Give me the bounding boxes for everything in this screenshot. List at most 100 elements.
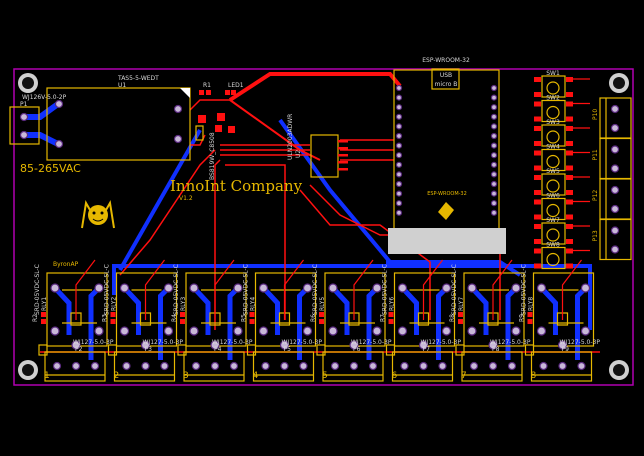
side-connector-label: P10 xyxy=(592,109,599,120)
terminal-part: WJ127-5.0-3P xyxy=(351,339,392,346)
relay-pin-pad xyxy=(50,326,60,336)
power-module-part: TAS5-5-WEDT xyxy=(117,75,159,82)
relay-pin-pad xyxy=(349,340,359,350)
relay-ref: RLY8 xyxy=(528,297,535,311)
esp-pin-pad xyxy=(490,209,498,216)
relay-pin-pad xyxy=(189,283,199,293)
side-connector-label: P13 xyxy=(592,230,599,241)
esp-pin-pad xyxy=(490,94,498,101)
relay-pin-pad xyxy=(233,326,243,336)
relay-pin-pad xyxy=(488,340,498,350)
relay-part: SRD-05VDC-SL-C xyxy=(521,264,528,315)
transistor-label: BS819W_C8508 xyxy=(209,132,216,180)
company-name: InnoInt Company xyxy=(170,177,303,195)
tactile-switch[interactable]: SW5 xyxy=(534,168,590,196)
power-module-ref: U1 xyxy=(118,82,126,89)
esp-pin-pad xyxy=(490,123,498,130)
terminal-block[interactable] xyxy=(44,351,106,382)
input-connector: WJ126V-5.0-2P P1 xyxy=(9,94,67,145)
relay-pin-pad xyxy=(163,326,174,336)
tactile-switch[interactable]: SW6 xyxy=(534,193,590,221)
driver-ic: ULN2003ADWR U2 xyxy=(287,114,348,178)
board-outline xyxy=(13,68,634,386)
relay-pin-pad xyxy=(467,283,477,293)
tactile-switch[interactable]: SW8 xyxy=(534,242,590,270)
channel-number: 5 xyxy=(322,371,328,381)
relay-pin-pad xyxy=(258,283,269,293)
relay-pin-pad xyxy=(302,326,313,336)
mounting-holes xyxy=(18,73,629,380)
esp-pin-pad xyxy=(395,142,403,149)
switch-label: SW1 xyxy=(546,70,560,77)
relay-pin-pad xyxy=(94,283,104,293)
logo-icon xyxy=(81,200,115,229)
driver-ref: U2 xyxy=(295,150,302,158)
relay-pin-pad xyxy=(140,340,151,350)
relay-ref: RLY6 xyxy=(389,297,396,311)
terminal-block[interactable] xyxy=(252,351,315,382)
relay-pin-pad xyxy=(372,283,382,293)
input-connector-part: WJ126V-5.0-2P xyxy=(22,94,67,101)
relay-pin-pad xyxy=(536,283,547,293)
tactile-switch[interactable]: SW3 xyxy=(534,119,590,147)
relay-pin-pad xyxy=(71,340,81,350)
esp-pin-pad xyxy=(395,180,403,188)
terminal-block[interactable] xyxy=(322,351,384,382)
terminal-block[interactable] xyxy=(183,351,245,382)
relay-resistor-ref: R6 xyxy=(310,314,317,322)
switch-label: SW5 xyxy=(546,168,560,175)
channel-number: 4 xyxy=(253,371,259,381)
esp-top-label: ESP-WROOM-32 xyxy=(422,57,470,64)
tactile-switch[interactable]: SW4 xyxy=(534,144,590,172)
side-connector: P10 xyxy=(592,97,632,139)
terminal-block[interactable] xyxy=(391,351,454,382)
relay-ref: RLY4 xyxy=(250,297,257,311)
author-label: ByronAP xyxy=(53,261,79,268)
relay-part: SRD-05VDC-SL-C xyxy=(312,264,319,315)
tactile-switch[interactable]: SW1 xyxy=(534,70,590,98)
relay-resistor-ref: R7 xyxy=(380,314,387,322)
terminal-ref: P5 xyxy=(284,346,292,353)
relay-pin-pad xyxy=(94,326,104,336)
tactile-switch[interactable]: SW2 xyxy=(534,95,590,123)
relay-pin-pad xyxy=(328,283,338,293)
terminal-block[interactable] xyxy=(530,351,593,382)
esp-pin-pad xyxy=(490,180,498,188)
relay-part: SRD-05VDC-SL-C xyxy=(104,264,111,315)
side-connector-label: P12 xyxy=(592,190,599,201)
relay-part: SRD-05VDC-SL-C xyxy=(34,264,41,315)
terminal-block[interactable] xyxy=(113,351,176,382)
terminal-block[interactable] xyxy=(461,351,523,382)
relay-pin-pad xyxy=(536,326,547,336)
relay-pin-pad xyxy=(233,283,243,293)
tactile-switch[interactable]: SW7 xyxy=(534,217,590,245)
switch-label: SW8 xyxy=(546,242,560,249)
relay-pin-pad xyxy=(511,283,521,293)
relay-ref: RLY5 xyxy=(319,297,326,311)
relay-pin-pad xyxy=(418,340,429,350)
terminal-part: WJ127-5.0-3P xyxy=(282,339,323,346)
esp-pin-pad xyxy=(490,161,498,168)
esp-pin-pad xyxy=(490,142,498,149)
terminal-part: WJ127-5.0-3P xyxy=(490,339,531,346)
terminal-ref: P3 xyxy=(145,346,153,353)
esp-pin-pad xyxy=(490,104,498,111)
relay-pin-pad xyxy=(557,340,568,350)
switch-label: SW2 xyxy=(546,95,560,102)
relay-pin-pad xyxy=(119,283,130,293)
relay-resistor-ref: R4 xyxy=(171,314,178,322)
relay-resistor-ref: R2 xyxy=(32,314,39,322)
relay-pin-pad xyxy=(302,283,313,293)
usb-sub-label: micro B xyxy=(435,81,458,88)
driver-part: ULN2003ADWR xyxy=(287,114,294,160)
relay-pin-pad xyxy=(328,326,338,336)
terminal-part: WJ127-5.0-3P xyxy=(421,339,462,346)
channel-number: 8 xyxy=(531,371,537,381)
esp-pin-pad xyxy=(490,84,498,92)
status-led-area: R1 LED1 BS819W_C8508 xyxy=(195,82,244,180)
